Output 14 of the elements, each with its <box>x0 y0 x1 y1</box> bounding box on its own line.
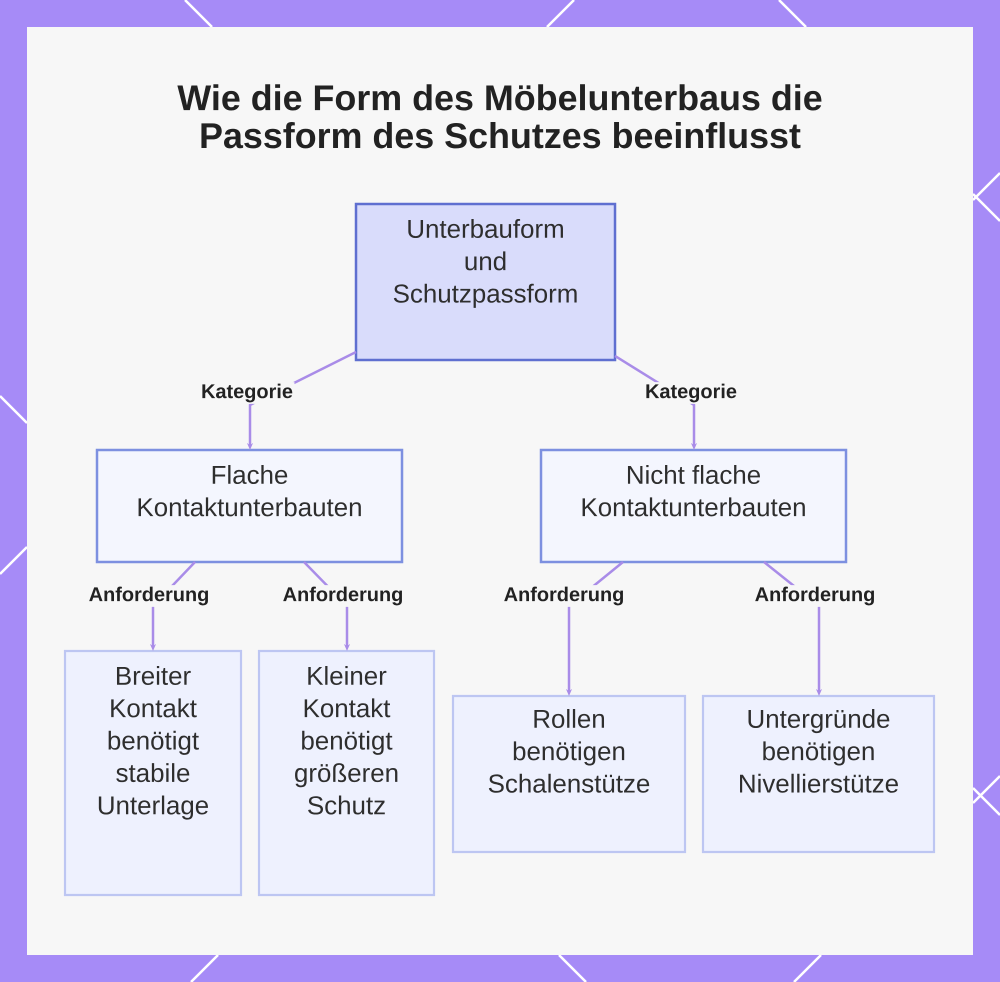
edge-label: Anforderung <box>87 585 211 607</box>
edge-label: Kategorie <box>644 382 738 404</box>
text-box: Flache Kontaktunterbauten <box>96 448 404 564</box>
edge-label: Kategorie <box>200 382 294 404</box>
title: Wie die Form des Möbelunterbaus die Passform des Schutzes beeinflusst <box>177 84 822 148</box>
text-box: Kleiner Kontakt benötigt größeren Schutz <box>258 650 436 896</box>
text-box: Untergründe benötigen Nivellierstütze <box>702 694 936 854</box>
text-box: Unterbauform und Schutzpassform <box>354 202 616 362</box>
text-box: Rollen benötigen Schalenstütze <box>452 694 686 854</box>
edge-label: Anforderung <box>753 585 877 607</box>
edge-label: Anforderung <box>281 585 405 607</box>
text-box: Nicht flache Kontaktunterbauten <box>540 448 848 564</box>
edge-label: Anforderung <box>502 585 626 607</box>
text-box: Breiter Kontakt benötigt stabile Unterlage <box>64 650 242 896</box>
